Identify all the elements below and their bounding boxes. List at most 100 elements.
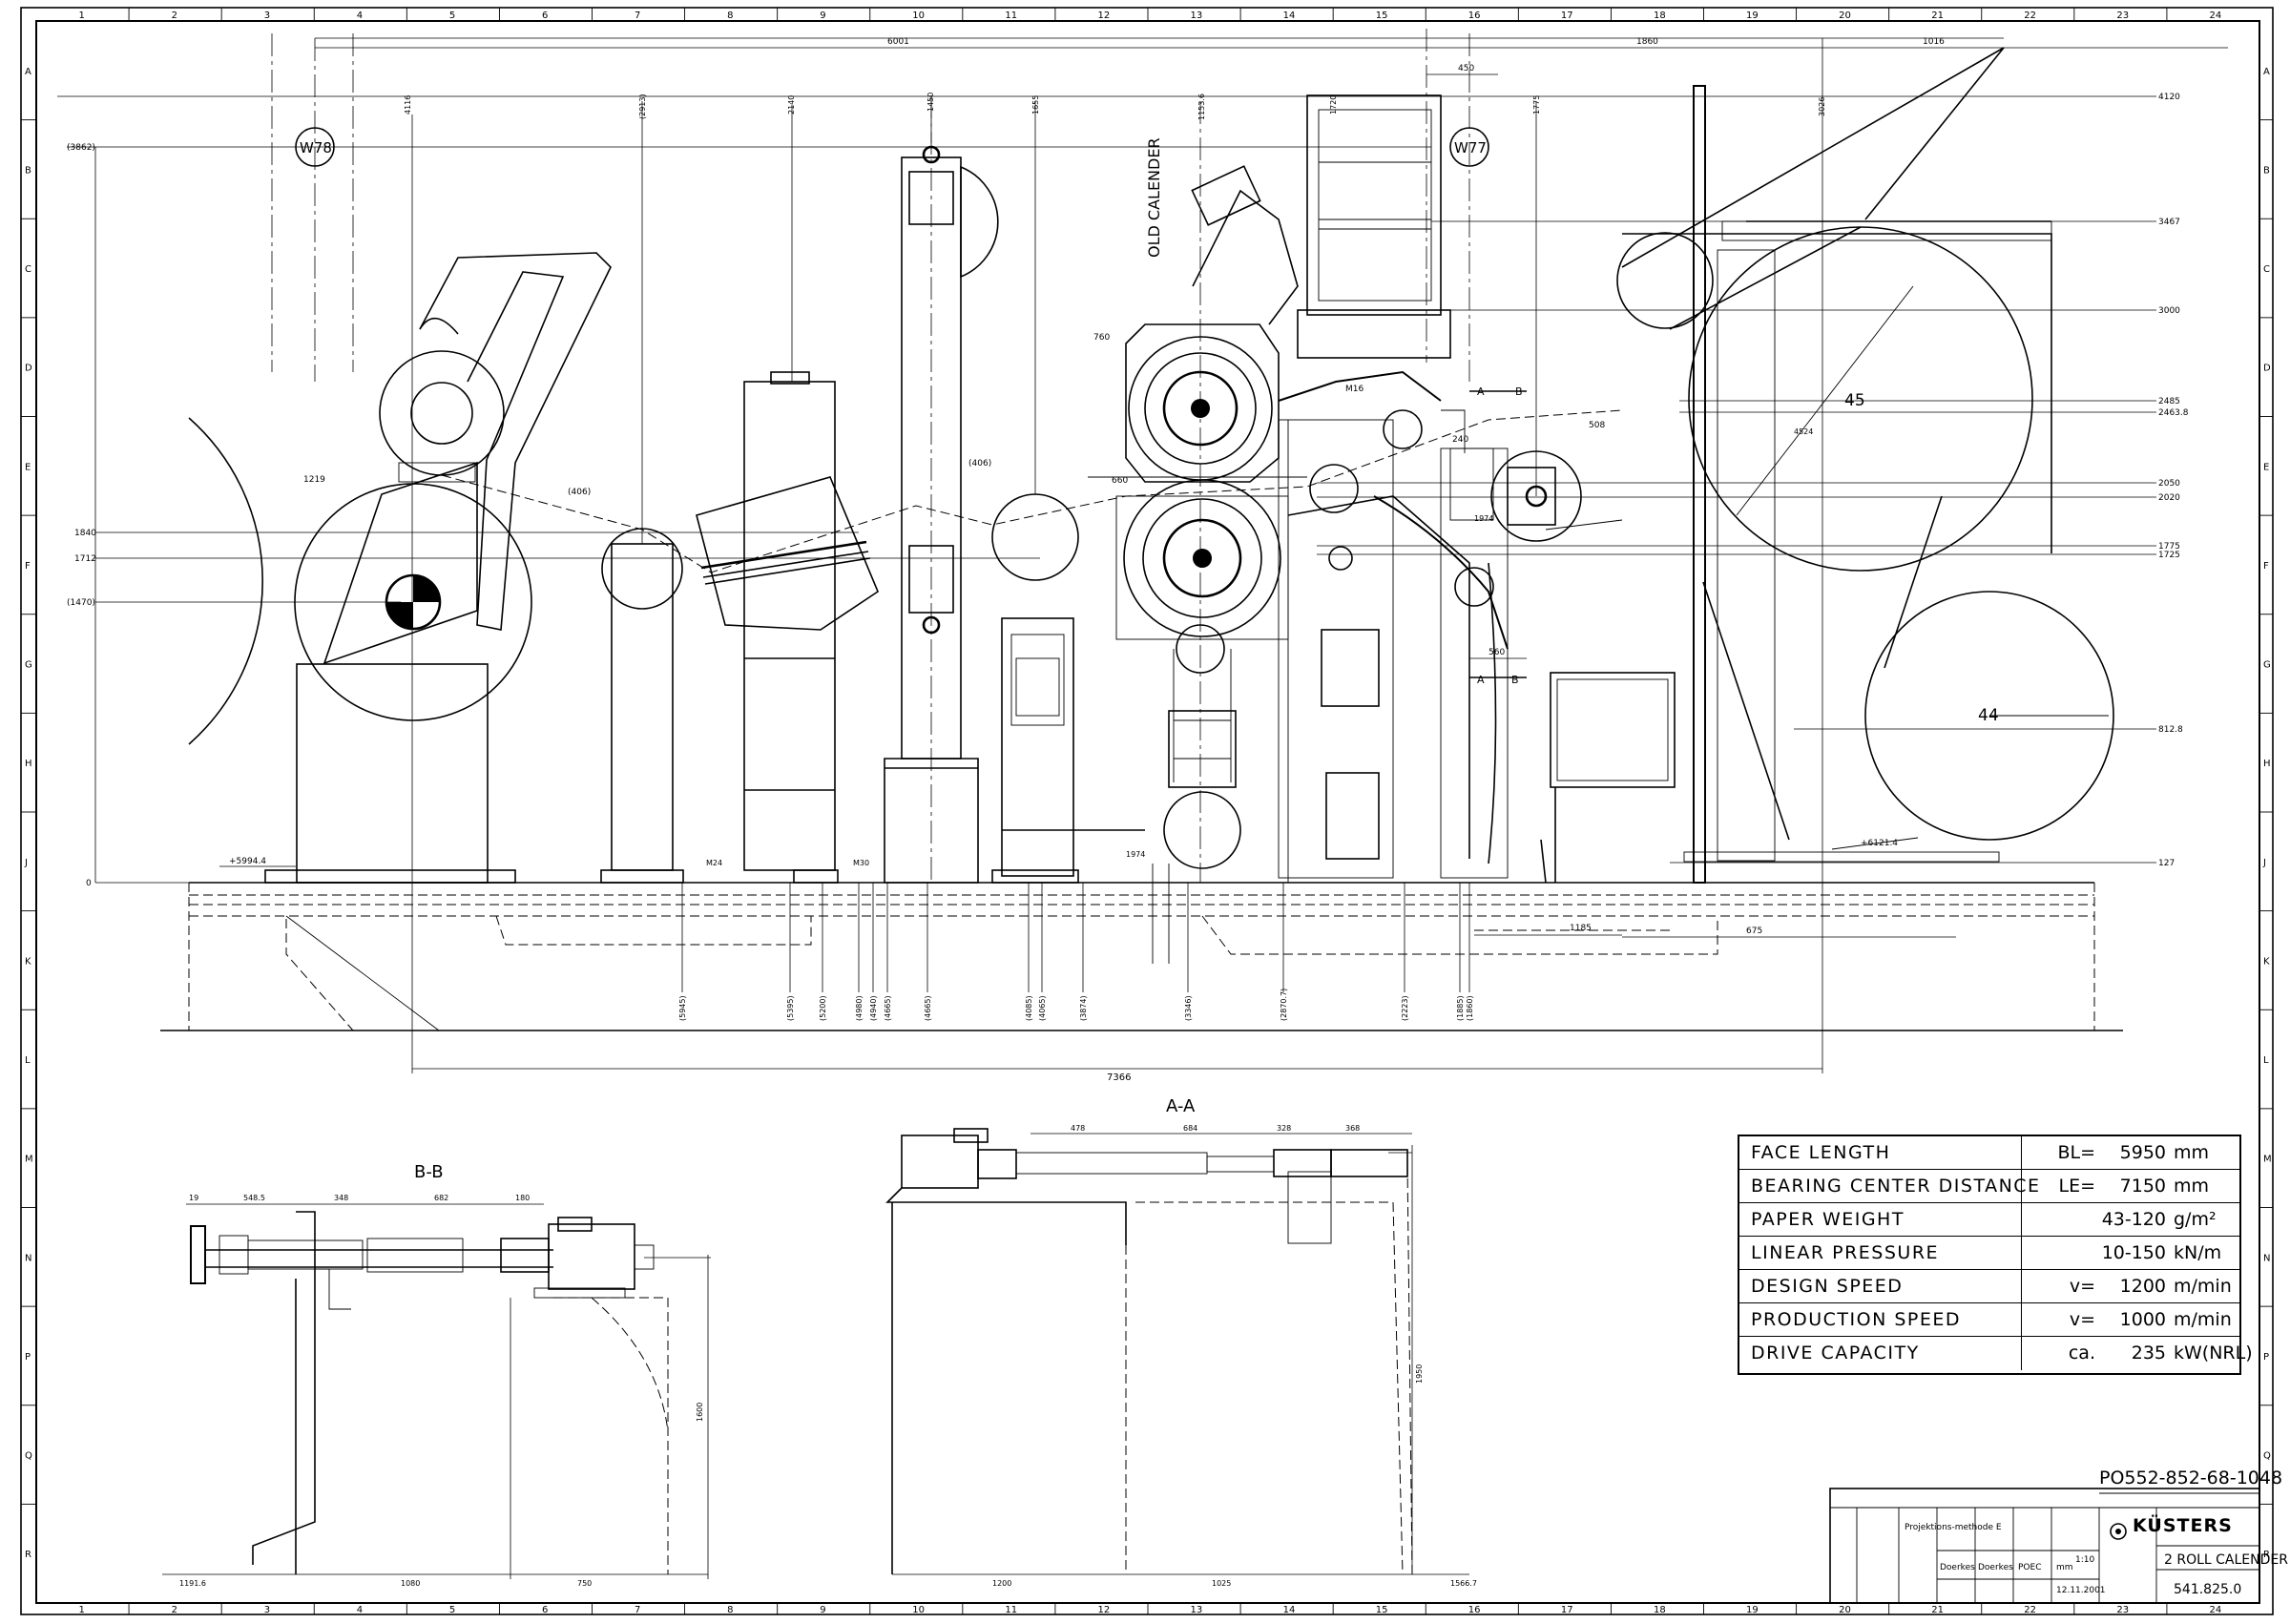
grid-row-label: L (2263, 1055, 2269, 1066)
grid-col-label: 13 (1191, 1605, 1203, 1615)
svg-text:(2913): (2913) (638, 94, 647, 119)
svg-text:A: A (1477, 385, 1485, 398)
grid-col-label: 24 (2209, 10, 2221, 21)
svg-text:+6121.4: +6121.4 (1861, 839, 1898, 848)
grid-row-label: Q (25, 1451, 32, 1462)
svg-text:1974: 1974 (1126, 850, 1145, 859)
product-name: 2 ROLL CALENDER (2164, 1552, 2288, 1568)
unwind-stand: 1219 +5994.4 (188, 252, 612, 884)
grid-row-label: L (25, 1055, 31, 1066)
grid-col-label: 8 (727, 1605, 733, 1615)
grid-row-label: H (2263, 759, 2271, 769)
grid-row-label: K (25, 956, 31, 967)
svg-text:1725: 1725 (2158, 551, 2180, 560)
svg-text:1219: 1219 (303, 475, 325, 485)
svg-text:180: 180 (515, 1194, 530, 1202)
scale-cell: 1:10 (2075, 1555, 2095, 1565)
svg-text:(4065): (4065) (1038, 995, 1047, 1021)
svg-text:478: 478 (1071, 1124, 1085, 1133)
dim-450: 450 (1458, 64, 1474, 73)
dim-7366: 7366 (1107, 1072, 1131, 1083)
svg-text:(3874): (3874) (1079, 995, 1088, 1021)
spec-row-design-speed: DESIGN SPEED v= 1200 m/min (1739, 1270, 2239, 1303)
grid-row-label: E (25, 462, 31, 472)
idler-roll: (406) (968, 101, 1079, 581)
svg-text:3000: 3000 (2158, 306, 2180, 316)
svg-text:1450: 1450 (926, 93, 935, 112)
svg-text:2020: 2020 (2158, 493, 2180, 503)
grid-col-label: 8 (727, 10, 733, 21)
svg-text:(1860): (1860) (1466, 995, 1474, 1021)
svg-text:127: 127 (2158, 859, 2175, 868)
grid-col-label: 2 (172, 10, 177, 21)
grid-row-label: B (2263, 165, 2270, 176)
main-elevation-view: 6001 1860 1016 450 (3862) 1840 1712 (147… (57, 29, 2228, 1083)
grid-col-label: 11 (1005, 1605, 1017, 1615)
svg-text:760: 760 (1093, 333, 1110, 343)
old-calender-title: OLD CALENDER (1145, 137, 1163, 258)
svg-text:(4665): (4665) (884, 995, 892, 1021)
svg-text:2140: 2140 (787, 95, 796, 115)
grid-col-label: 22 (2024, 10, 2036, 21)
section-markers: A B A B 560 (1469, 385, 1527, 686)
spec-row-bearing-center-distance: BEARING CENTER DISTANCE LE= 7150 mm (1739, 1170, 2239, 1203)
svg-text:2463.8: 2463.8 (2158, 408, 2189, 418)
svg-text:M30: M30 (853, 859, 869, 867)
svg-text:1974: 1974 (1474, 514, 1493, 523)
dim-1860: 1860 (1636, 37, 1658, 47)
grid-row-label: H (25, 759, 32, 769)
svg-text:M24: M24 (706, 859, 722, 867)
w77-label: W77 (1454, 139, 1487, 156)
grid-col-label: 16 (1468, 1605, 1481, 1615)
svg-text:1775: 1775 (2158, 542, 2180, 552)
svg-text:812.8: 812.8 (2158, 725, 2183, 735)
level-1840: 1840 (74, 529, 96, 538)
grid-row-label: B (25, 165, 31, 176)
svg-text:508: 508 (1589, 421, 1605, 430)
svg-text:(4085): (4085) (1025, 995, 1033, 1021)
projection-method: Projektions-methode E (1905, 1523, 2002, 1532)
svg-text:(5395): (5395) (786, 995, 795, 1021)
dim-1016: 1016 (1923, 37, 1945, 47)
svg-text:328: 328 (1277, 1124, 1291, 1133)
grid-col-label: 7 (635, 10, 640, 21)
svg-text:1720: 1720 (1329, 95, 1338, 115)
spreader-stand (696, 105, 879, 884)
grid-col-label: 14 (1283, 1605, 1296, 1615)
level-1470: (1470) (67, 598, 95, 608)
svg-text:(406): (406) (968, 459, 991, 468)
grid-row-label: J (24, 858, 28, 868)
svg-text:548.5: 548.5 (243, 1194, 265, 1202)
grid-col-label: 12 (1097, 10, 1110, 21)
grid-row-label: C (2263, 264, 2270, 275)
svg-text:750: 750 (577, 1579, 592, 1588)
svg-text:368: 368 (1345, 1124, 1360, 1133)
svg-text:(406): (406) (568, 488, 591, 497)
grid-col-label: 3 (264, 1605, 270, 1615)
grid-row-label: C (25, 264, 31, 275)
author-name-1: Doerkes (1940, 1563, 1975, 1572)
svg-text:3467: 3467 (2158, 218, 2180, 227)
dim-6001: 6001 (887, 37, 909, 47)
date-cell: 12.11.2001 (2056, 1586, 2106, 1595)
svg-text:1080: 1080 (401, 1579, 420, 1588)
tension-roll: 508 (1490, 101, 1623, 542)
calender-stack: OLD CALENDER 760 660 (991, 101, 1307, 884)
svg-text:1153.6: 1153.6 (1197, 94, 1206, 120)
grid-col-label: 9 (820, 10, 825, 21)
right-level-labels: 4120 3467 3000 2485 2463.8 2050 2020 177… (2158, 93, 2189, 868)
dim-5994-4: +5994.4 (229, 857, 266, 866)
spec-row-paper-weight: PAPER WEIGHT 43-120 g/m² (1739, 1203, 2239, 1237)
grid-col-label: 1 (79, 10, 85, 21)
title-block (1829, 1488, 2260, 1604)
author-name-2: Doerkes (1978, 1563, 2013, 1572)
spec-row-face-length: FACE LENGTH BL= 5950 mm (1739, 1136, 2239, 1170)
spec-row-production-speed: PRODUCTION SPEED v= 1000 m/min (1739, 1303, 2239, 1337)
grid-row-label: R (25, 1550, 31, 1560)
grid-col-label: 10 (912, 10, 925, 21)
grid-row-label: Q (2263, 1451, 2271, 1462)
grid-col-label: 6 (542, 10, 548, 21)
svg-text:(4940): (4940) (869, 995, 878, 1021)
svg-text:B: B (1511, 674, 1519, 686)
